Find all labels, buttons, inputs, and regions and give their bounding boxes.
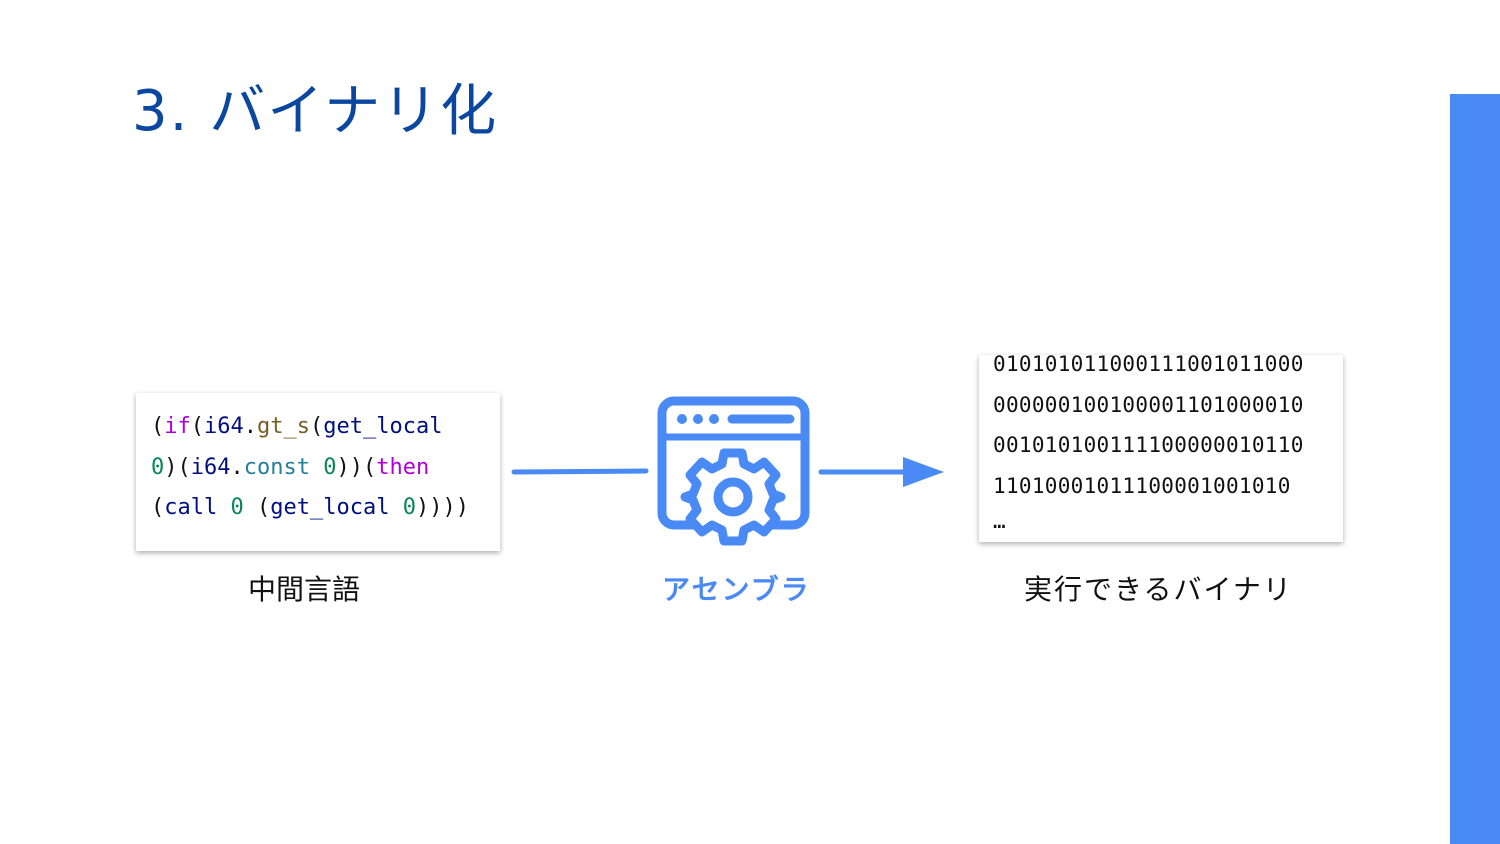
code-token: . — [243, 414, 257, 439]
code-token: gt_s — [257, 414, 310, 439]
code-token: ( — [309, 414, 324, 439]
code-token: const — [243, 454, 310, 480]
code-token: i64 — [204, 414, 244, 439]
caption-assembler: アセンブラ — [662, 573, 811, 606]
code-token: ( — [243, 495, 271, 520]
code-token: get_local — [323, 414, 443, 439]
gear-window-icon — [657, 396, 810, 546]
code-token — [310, 455, 323, 480]
code-token: ))( — [336, 454, 377, 480]
binary-line: 010101011000111001011000 — [993, 355, 1304, 376]
code-token: if — [164, 414, 191, 439]
binary-line: 001010100111100000010110 — [993, 433, 1304, 458]
code-line: (call 0 (get_local 0)))) — [151, 488, 500, 529]
code-token: . — [230, 454, 244, 480]
code-token: )))) — [415, 495, 469, 520]
accent-bar — [1450, 94, 1500, 844]
code-token: 0 — [402, 495, 416, 520]
code-token: 0 — [230, 495, 244, 520]
code-token — [389, 495, 402, 520]
connector-line — [511, 468, 649, 475]
code-token: ( — [151, 414, 165, 439]
binary-line: 000000100100001101000010 — [993, 392, 1304, 417]
code-token: ( — [151, 495, 165, 520]
ir-code-card: (if(i64.gt_s(get_local 0)(i64.const 0))(… — [136, 393, 500, 551]
code-token: )( — [164, 454, 191, 480]
code-token: i64 — [190, 454, 231, 480]
caption-intermediate-language: 中間言語 — [248, 573, 361, 606]
binary-output-card: 010101011000111001011000 000000100100001… — [979, 355, 1343, 542]
code-token: get_local — [270, 495, 390, 520]
code-token: call — [164, 495, 218, 520]
code-token: then — [376, 454, 430, 480]
code-token — [217, 495, 230, 520]
code-token: 0 — [323, 454, 337, 480]
arrow-right-icon — [818, 457, 944, 487]
code-token: 0 — [151, 454, 165, 480]
slide-title: 3. バイナリ化 — [132, 79, 499, 144]
code-line: 0)(i64.const 0))(then — [151, 448, 500, 489]
code-token: ( — [190, 414, 204, 439]
caption-executable-binary: 実行できるバイナリ — [1024, 573, 1293, 606]
code-line: (if(i64.gt_s(get_local — [151, 407, 500, 448]
binary-line: 11010001011100001001010 — [993, 473, 1291, 498]
binary-ellipsis: … — [993, 509, 1006, 534]
